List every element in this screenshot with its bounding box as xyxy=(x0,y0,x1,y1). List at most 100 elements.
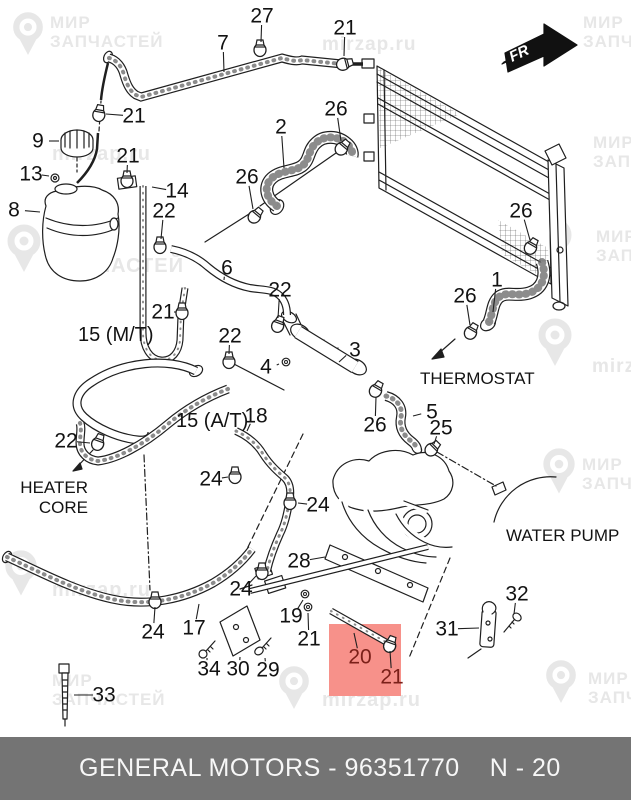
pipe-28 xyxy=(249,544,429,594)
leader-line xyxy=(151,186,167,191)
clamp-layer xyxy=(90,39,539,654)
leader-line xyxy=(222,51,225,73)
watermark-text: МИР xyxy=(52,671,93,690)
callout-30: 30 xyxy=(226,658,249,681)
callout-26: 26 xyxy=(509,200,532,223)
leader-line xyxy=(248,575,257,584)
nut-glyph xyxy=(300,589,310,599)
hose-clamp-glyph xyxy=(247,206,264,224)
callout-20: 20 xyxy=(348,646,371,669)
leader-line xyxy=(343,36,346,57)
hose-clamp-glyph xyxy=(335,57,355,71)
callout-26: 26 xyxy=(324,98,347,121)
callout-21: 21 xyxy=(122,105,145,128)
callout-18: 18 xyxy=(244,405,267,428)
callout-17: 17 xyxy=(182,617,205,640)
callout-14: 14 xyxy=(165,180,189,203)
callout-21: 21 xyxy=(116,145,139,168)
hose-clamp-glyph xyxy=(270,314,285,334)
hose-clamp-glyph xyxy=(382,634,397,654)
callout-22: 22 xyxy=(152,200,175,223)
hose-clamp-glyph xyxy=(222,351,236,370)
hose-clamp-glyph xyxy=(153,236,167,255)
screw-34-drawing xyxy=(198,640,216,659)
watermark-text: МИР xyxy=(583,13,624,32)
watermark-text: МИР xyxy=(593,133,631,152)
callout-26: 26 xyxy=(363,414,386,437)
watermark-site-text: mirzap.ru xyxy=(322,34,417,55)
leader-line xyxy=(457,627,480,630)
watermark-text: ЗАПЧАСТЕЙ xyxy=(593,152,631,171)
callout-21: 21 xyxy=(151,301,174,324)
leader-line xyxy=(276,363,280,366)
callout-19: 19 xyxy=(279,605,302,628)
callout-2: 2 xyxy=(275,116,287,139)
hose-clamp-glyph xyxy=(90,432,105,452)
callout-27: 27 xyxy=(250,5,273,28)
leader-line xyxy=(41,174,50,177)
cable-tie-33-drawing xyxy=(58,663,70,727)
callout-1: 1 xyxy=(491,269,503,292)
leader-line xyxy=(260,24,263,43)
callout-22: 22 xyxy=(268,279,291,302)
caption-bar: GENERAL MOTORS - 96351770 N - 20 xyxy=(0,737,631,800)
leader-line xyxy=(153,606,156,624)
callout-13: 13 xyxy=(19,163,42,186)
expansion-tank-drawing xyxy=(42,129,120,282)
callout-4: 4 xyxy=(260,356,272,379)
leader-line xyxy=(307,612,310,631)
hose-clamp-glyph xyxy=(255,562,269,581)
leader-line xyxy=(374,396,377,417)
leader-line xyxy=(195,603,200,620)
callout-33: 33 xyxy=(92,684,115,707)
overflow-tube xyxy=(76,132,100,184)
leader-line xyxy=(492,288,497,313)
hose-5 xyxy=(383,391,422,453)
watermark-text: МИР xyxy=(596,227,631,246)
intake-manifold-drawing xyxy=(246,433,457,659)
leader-line xyxy=(309,556,326,561)
hose-clamp-glyph xyxy=(523,236,539,255)
watermark-text: МИР xyxy=(50,13,91,32)
callout-29: 29 xyxy=(256,659,279,682)
hose-18 xyxy=(234,427,295,573)
caption-page-ref: N - 20 xyxy=(489,754,561,782)
hose-7 xyxy=(107,53,344,102)
hose-clamp-glyph xyxy=(334,138,351,156)
watermark-text: МИР xyxy=(582,455,623,474)
callout-24: 24 xyxy=(306,494,330,517)
callout-28: 28 xyxy=(287,550,310,573)
watermark-text: ЗАПЧАСТЕЙ xyxy=(583,32,631,51)
bolt-32-drawing xyxy=(503,612,522,633)
hose-clamp-glyph xyxy=(92,103,106,123)
callout-34: 34 xyxy=(197,658,221,681)
callout-31: 31 xyxy=(435,618,458,641)
hose-clamp-glyph xyxy=(228,466,242,485)
radiator-drawing xyxy=(361,58,569,311)
leader-line-layer xyxy=(24,24,531,696)
nut-glyph xyxy=(303,602,313,612)
hose-6 xyxy=(170,245,291,316)
water-pump-drawing xyxy=(436,451,557,523)
fr-arrow: FR xyxy=(501,23,578,73)
leader-line xyxy=(221,476,229,479)
leader-line xyxy=(513,602,516,615)
watermark-text: ЗАПЧАСТЕЙ xyxy=(596,246,631,265)
callout-5: 5 xyxy=(426,401,438,424)
watermark-logo xyxy=(542,322,568,366)
leader-line xyxy=(412,413,422,417)
leader-line xyxy=(337,117,342,142)
leader-line xyxy=(24,210,41,213)
watermark-logo xyxy=(547,452,572,494)
hose-clamp-glyph xyxy=(368,379,384,398)
watermark-logo xyxy=(16,15,39,55)
watermark-text: МИР xyxy=(588,669,629,688)
callout-7: 7 xyxy=(217,32,229,55)
callout-24: 24 xyxy=(199,468,223,491)
overflow-tube xyxy=(99,62,110,101)
leader-line xyxy=(76,441,91,444)
watermark-text: ЗАПЧАСТЕЙ xyxy=(588,688,631,707)
fr-label: FR xyxy=(507,42,532,66)
callout-26: 26 xyxy=(453,285,476,308)
leader-line xyxy=(160,219,164,240)
